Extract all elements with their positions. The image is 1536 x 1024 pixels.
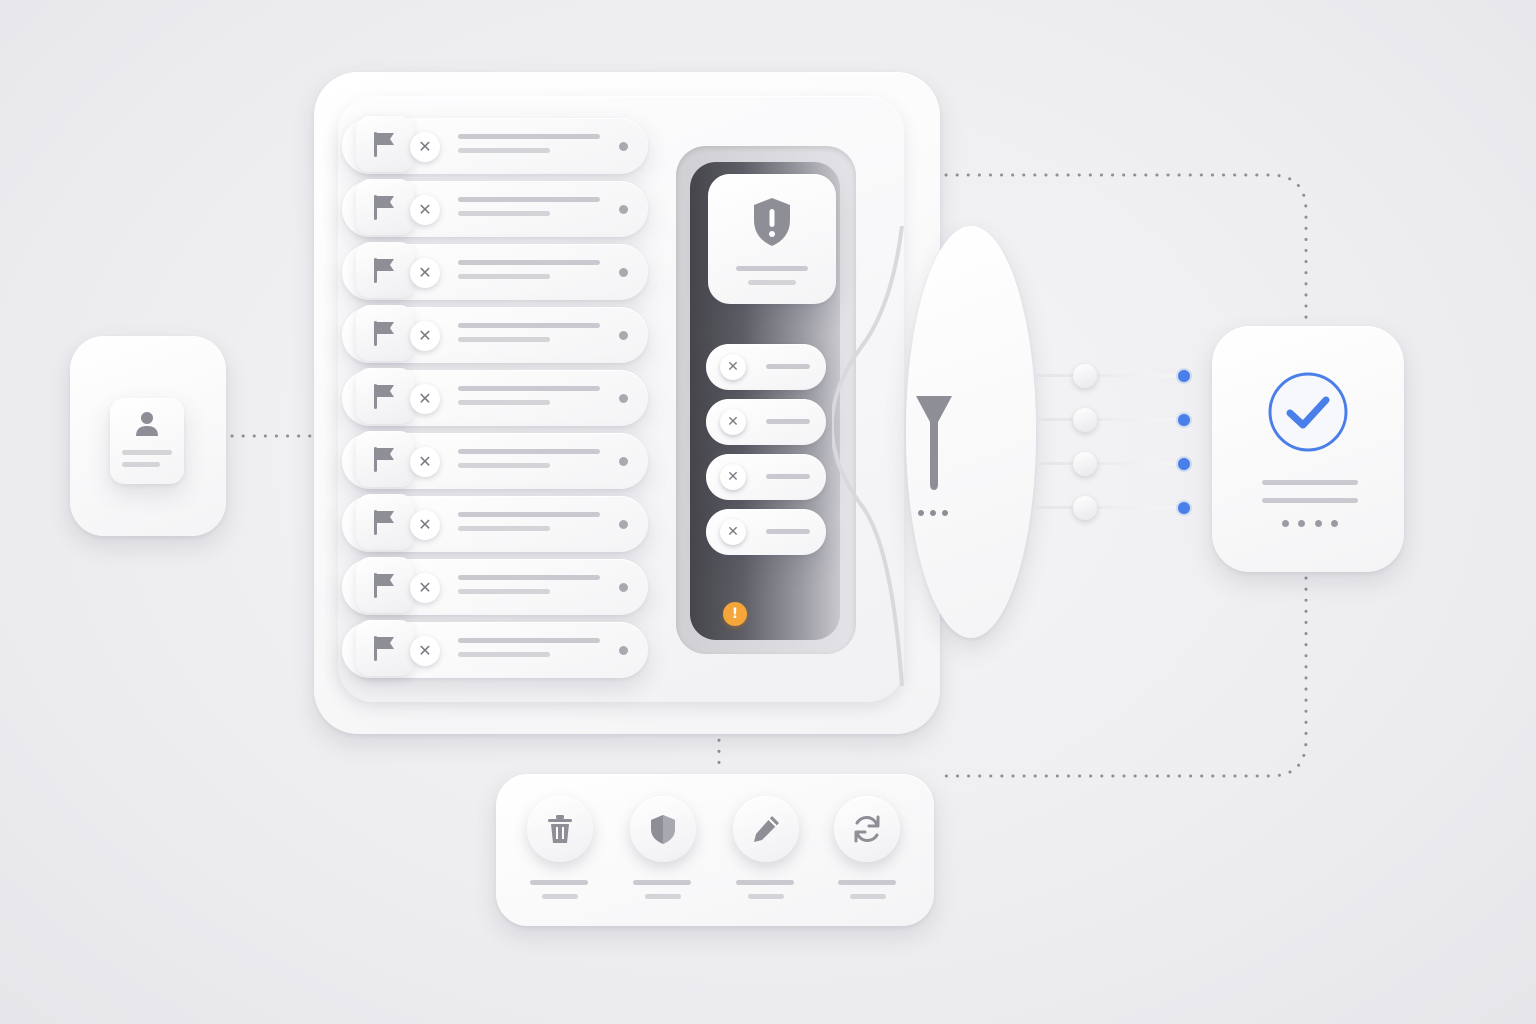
close-icon[interactable]: ✕ [720, 409, 746, 435]
flag-icon [374, 132, 394, 157]
shield-warning-icon [754, 198, 790, 246]
dismiss-button[interactable]: ✕ [410, 258, 440, 288]
row-indicator [619, 205, 628, 214]
output-endpoint [1178, 458, 1190, 470]
user-icon [136, 412, 158, 436]
row-indicator [619, 457, 628, 466]
user-profile-document [110, 398, 184, 484]
delete-button[interactable] [527, 796, 593, 862]
flagged-item-row[interactable]: ✕ [342, 305, 648, 363]
output-knob[interactable] [1073, 364, 1097, 388]
review-queue-item[interactable]: ✕ [706, 509, 826, 555]
dismiss-button[interactable]: ✕ [410, 384, 440, 414]
output-knob[interactable] [1073, 452, 1097, 476]
dismiss-button[interactable]: ✕ [410, 573, 440, 603]
row-indicator [619, 268, 628, 277]
review-queue-item[interactable]: ✕ [706, 454, 826, 500]
close-icon[interactable]: ✕ [720, 464, 746, 490]
flag-tile [356, 620, 414, 676]
flag-tile [356, 431, 414, 487]
flag-icon [374, 195, 394, 220]
warning-icon: ! [723, 602, 747, 626]
dismiss-button[interactable]: ✕ [410, 132, 440, 162]
flag-icon [374, 258, 394, 283]
row-indicator [619, 583, 628, 592]
flagged-item-row[interactable]: ✕ [342, 179, 648, 237]
flagged-item-row[interactable]: ✕ [342, 620, 648, 678]
output-endpoint [1178, 370, 1190, 382]
shield-icon [651, 815, 675, 844]
dismiss-button[interactable]: ✕ [410, 510, 440, 540]
close-icon[interactable]: ✕ [720, 519, 746, 545]
review-alert-card[interactable] [708, 174, 836, 304]
row-indicator [619, 646, 628, 655]
panel-curve [832, 226, 904, 686]
review-queue-item[interactable]: ✕ [706, 399, 826, 445]
refresh-icon [854, 815, 880, 843]
review-queue-item[interactable]: ✕ [706, 344, 826, 390]
flagged-item-row[interactable]: ✕ [342, 368, 648, 426]
filter-icon [916, 396, 952, 490]
flag-icon [374, 384, 394, 409]
flag-tile [356, 494, 414, 550]
check-circle-icon [1268, 372, 1348, 452]
flag-tile [356, 305, 414, 361]
flag-icon [374, 573, 394, 598]
flagged-item-row[interactable]: ✕ [342, 431, 648, 489]
trash-icon [548, 815, 572, 843]
output-knob[interactable] [1073, 408, 1097, 432]
flag-icon [374, 447, 394, 472]
row-indicator [619, 331, 628, 340]
dismiss-button[interactable]: ✕ [410, 636, 440, 666]
dismiss-button[interactable]: ✕ [410, 195, 440, 225]
close-icon[interactable]: ✕ [720, 354, 746, 380]
row-indicator [619, 394, 628, 403]
approved-result-card[interactable] [1212, 326, 1404, 572]
flagged-item-row[interactable]: ✕ [342, 494, 648, 552]
dismiss-button[interactable]: ✕ [410, 447, 440, 477]
flag-tile [356, 557, 414, 613]
edit-button[interactable] [733, 796, 799, 862]
flag-icon [374, 510, 394, 535]
flag-tile [356, 179, 414, 235]
row-indicator [619, 520, 628, 529]
filter-gate[interactable] [906, 226, 1036, 638]
row-indicator [619, 142, 628, 151]
flagged-item-row[interactable]: ✕ [342, 242, 648, 300]
filter-dots [918, 510, 948, 516]
pencil-icon [754, 816, 779, 842]
result-dots [1282, 520, 1338, 527]
output-endpoint [1178, 502, 1190, 514]
flag-icon [374, 636, 394, 661]
flag-tile [356, 242, 414, 298]
flagged-item-row[interactable]: ✕ [342, 557, 648, 615]
flag-icon [374, 321, 394, 346]
restore-button[interactable] [834, 796, 900, 862]
output-knob[interactable] [1073, 496, 1097, 520]
output-endpoint [1178, 414, 1190, 426]
flag-tile [356, 368, 414, 424]
protect-button[interactable] [630, 796, 696, 862]
flag-tile [356, 116, 414, 172]
flagged-item-row[interactable]: ✕ [342, 116, 648, 174]
dismiss-button[interactable]: ✕ [410, 321, 440, 351]
